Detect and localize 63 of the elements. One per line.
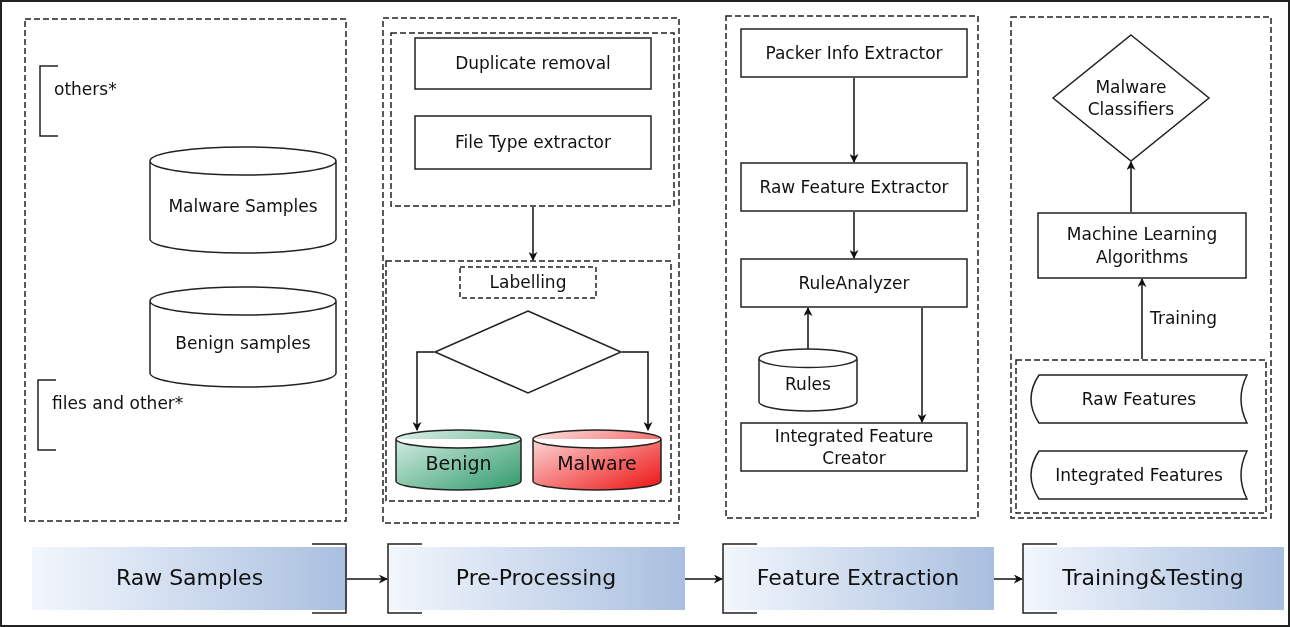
- database-cylinder: [758, 349, 858, 411]
- decision-diamond: [434, 310, 622, 394]
- dashed-panel: [385, 260, 672, 502]
- node-label: Rules: [785, 372, 831, 395]
- stage-title: Raw Samples: [115, 564, 264, 593]
- node-label: Integrated Feature Creator: [773, 424, 935, 470]
- process-box: [414, 37, 652, 90]
- process-box: [740, 162, 968, 212]
- database-cylinder: [149, 147, 337, 253]
- arrow: [849, 77, 859, 163]
- stage-banner: [1022, 543, 1284, 614]
- arrow: [1126, 161, 1136, 213]
- arrow: [621, 351, 653, 431]
- database-cylinder: [532, 430, 662, 490]
- dashed-panel: [725, 15, 979, 519]
- process-box: [414, 115, 652, 170]
- source-note: files and other*: [52, 392, 184, 415]
- data-shape: [1029, 374, 1249, 424]
- stage-banner: [32, 543, 347, 614]
- stage-title: Training&Testing: [1062, 564, 1244, 593]
- node-label: Benign samples: [175, 331, 311, 355]
- node-label: Malware Samples: [168, 195, 318, 218]
- node-label: Packer Info Extractor: [765, 41, 943, 65]
- arrow: [917, 307, 927, 423]
- dashed-panel: [1015, 359, 1267, 514]
- dashed-panel: [382, 17, 680, 524]
- source-note: others*: [54, 78, 117, 101]
- node-label: Raw Feature Extractor: [759, 175, 949, 199]
- process-box: [740, 258, 968, 308]
- database-cylinder: [395, 430, 522, 490]
- arrow: [528, 206, 538, 261]
- dashed-panel: [390, 32, 675, 207]
- stage-title: Feature Extraction: [756, 564, 960, 593]
- arrow: [849, 211, 859, 259]
- stage-banner: [722, 543, 994, 614]
- node-label: Malware Classifiers: [1086, 75, 1176, 121]
- node-label: Raw Features: [1081, 387, 1197, 411]
- node-label: RuleAnalyzer: [798, 271, 910, 295]
- stage-banner: [387, 543, 685, 614]
- node-label: Machine Learning Algorithms: [1065, 223, 1219, 268]
- database-cylinder: [149, 287, 337, 387]
- stage-title: Pre-Processing: [455, 564, 617, 593]
- node-label: Duplicate removal: [455, 52, 611, 75]
- node-label: File Type extractor: [455, 131, 611, 154]
- arrow: [803, 307, 813, 350]
- node-label: Labelling: [489, 271, 567, 294]
- dashed-panel: [24, 18, 347, 522]
- process-box: [740, 422, 968, 472]
- dashed-box: [459, 266, 597, 299]
- edge-label: Training: [1150, 307, 1218, 330]
- data-shape: [1029, 450, 1249, 500]
- arrow: [993, 574, 1023, 584]
- node-label: Malware: [557, 451, 637, 476]
- decision-diamond: [1052, 34, 1210, 162]
- arrow: [412, 351, 435, 431]
- arrow: [346, 574, 388, 584]
- process-box: [740, 28, 968, 78]
- arrow: [1137, 278, 1147, 360]
- dashed-panel: [1010, 16, 1272, 519]
- process-box: [1037, 212, 1247, 279]
- node-label: Benign: [425, 451, 492, 476]
- arrow: [684, 574, 723, 584]
- node-label: Integrated Features: [1055, 463, 1223, 487]
